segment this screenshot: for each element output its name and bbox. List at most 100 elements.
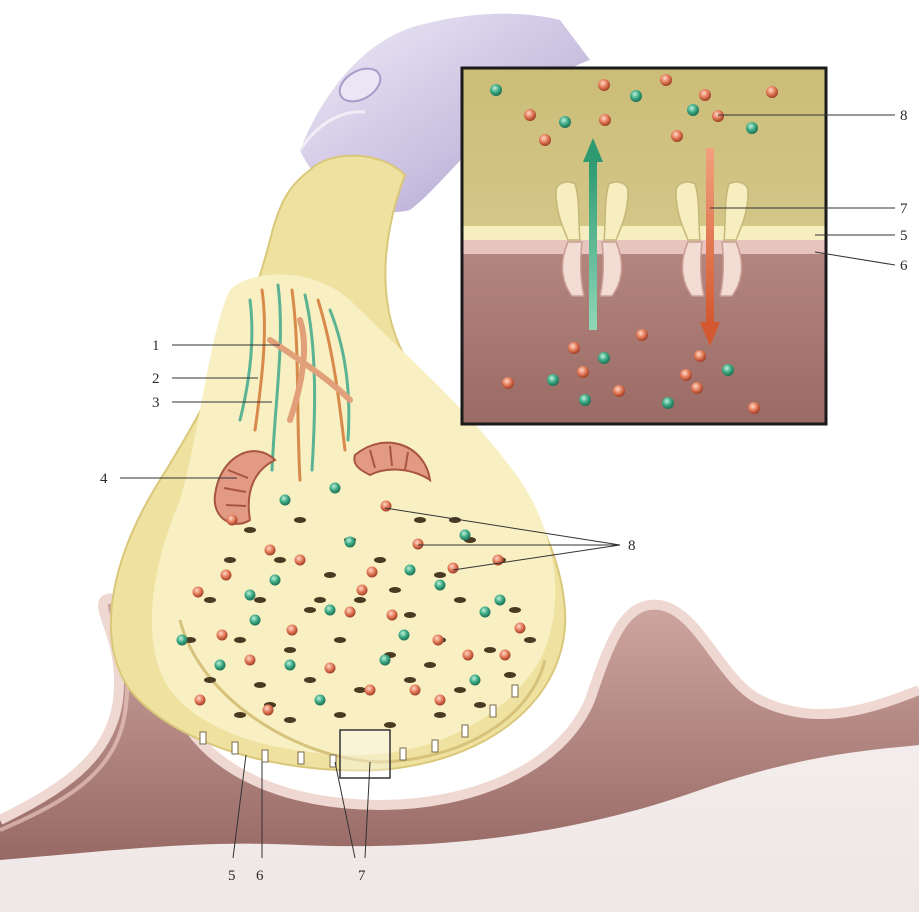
green-ion bbox=[662, 397, 674, 409]
orange-molecule bbox=[357, 585, 368, 596]
green-molecule bbox=[399, 630, 410, 641]
orange-molecule bbox=[263, 705, 274, 716]
vesicle-pocket bbox=[389, 587, 401, 593]
green-molecule bbox=[405, 565, 416, 576]
vesicle-pocket bbox=[304, 607, 316, 613]
vesicle-pocket bbox=[354, 687, 366, 693]
vesicle-pocket bbox=[314, 597, 326, 603]
orange-ion bbox=[712, 110, 724, 122]
orange-molecule bbox=[365, 685, 376, 696]
vesicle-pocket bbox=[474, 702, 486, 708]
label-7: 7 bbox=[358, 868, 366, 884]
vesicle-pocket bbox=[484, 647, 496, 653]
green-molecule bbox=[435, 580, 446, 591]
green-molecule bbox=[470, 675, 481, 686]
vesicle-pocket bbox=[509, 607, 521, 613]
orange-ion bbox=[671, 130, 683, 142]
green-molecule bbox=[245, 590, 256, 601]
orange-molecule bbox=[217, 630, 228, 641]
orange-molecule bbox=[325, 663, 336, 674]
vesicle-pocket bbox=[324, 572, 336, 578]
orange-molecule bbox=[515, 623, 526, 634]
vesicle-pocket bbox=[334, 637, 346, 643]
orange-ion bbox=[660, 74, 672, 86]
orange-ion bbox=[568, 342, 580, 354]
vesicle-pocket bbox=[284, 717, 296, 723]
vesicle-pocket bbox=[244, 527, 256, 533]
orange-molecule bbox=[195, 695, 206, 706]
green-ion bbox=[598, 352, 610, 364]
orange-ion bbox=[598, 79, 610, 91]
orange-molecule bbox=[381, 501, 392, 512]
vesicle-pocket bbox=[274, 557, 286, 563]
green-molecule bbox=[460, 530, 471, 541]
vesicle-pocket bbox=[254, 597, 266, 603]
vesicle-pocket bbox=[234, 712, 246, 718]
label-6: 6 bbox=[256, 868, 264, 884]
orange-molecule bbox=[410, 685, 421, 696]
label-8: 8 bbox=[628, 538, 636, 554]
green-ion bbox=[547, 374, 559, 386]
orange-molecule bbox=[345, 607, 356, 618]
orange-ion bbox=[613, 385, 625, 397]
label-1: 1 bbox=[152, 338, 160, 354]
orange-ion bbox=[691, 382, 703, 394]
vesicle-pocket bbox=[294, 517, 306, 523]
inset-label-8: 8 bbox=[900, 108, 908, 124]
orange-molecule bbox=[193, 587, 204, 598]
orange-molecule bbox=[221, 570, 232, 581]
orange-molecule bbox=[413, 539, 424, 550]
green-molecule bbox=[270, 575, 281, 586]
green-ion bbox=[687, 104, 699, 116]
green-molecule bbox=[495, 595, 506, 606]
green-molecule bbox=[280, 495, 291, 506]
vesicle-pocket bbox=[404, 677, 416, 683]
vesicle-pocket bbox=[454, 597, 466, 603]
green-ion bbox=[746, 122, 758, 134]
orange-ion bbox=[577, 366, 589, 378]
vesicle-pocket bbox=[414, 517, 426, 523]
vesicle-pocket bbox=[374, 557, 386, 563]
vesicle-pocket bbox=[234, 637, 246, 643]
vesicle-pocket bbox=[204, 597, 216, 603]
orange-molecule bbox=[287, 625, 298, 636]
vesicle-pocket bbox=[434, 572, 446, 578]
green-ion bbox=[490, 84, 502, 96]
orange-molecule bbox=[387, 610, 398, 621]
orange-ion bbox=[502, 377, 514, 389]
vesicle-pocket bbox=[434, 712, 446, 718]
orange-ion bbox=[694, 350, 706, 362]
orange-molecule bbox=[500, 650, 511, 661]
vesicle-pocket bbox=[384, 722, 396, 728]
orange-ion bbox=[524, 109, 536, 121]
vesicle-pocket bbox=[454, 687, 466, 693]
green-molecule bbox=[380, 655, 391, 666]
vesicle-pocket bbox=[404, 612, 416, 618]
orange-molecule bbox=[367, 567, 378, 578]
green-molecule bbox=[315, 695, 326, 706]
vesicle-pocket bbox=[224, 557, 236, 563]
zoom-box bbox=[340, 730, 390, 778]
orange-ion bbox=[599, 114, 611, 126]
orange-ion bbox=[748, 402, 760, 414]
green-molecule bbox=[345, 537, 356, 548]
vesicle-pocket bbox=[354, 597, 366, 603]
inset-label-7: 7 bbox=[900, 201, 908, 217]
green-molecule bbox=[285, 660, 296, 671]
green-ion bbox=[630, 90, 642, 102]
green-ion bbox=[559, 116, 571, 128]
green-ion bbox=[722, 364, 734, 376]
vesicle-pocket bbox=[504, 672, 516, 678]
vesicle-pocket bbox=[424, 662, 436, 668]
green-molecule bbox=[325, 605, 336, 616]
orange-molecule bbox=[245, 655, 256, 666]
vesicle-pocket bbox=[284, 647, 296, 653]
orange-ion bbox=[680, 369, 692, 381]
orange-molecule bbox=[448, 563, 459, 574]
label-4: 4 bbox=[100, 471, 108, 487]
label-2: 2 bbox=[152, 371, 160, 387]
green-molecule bbox=[480, 607, 491, 618]
green-ion bbox=[579, 394, 591, 406]
inset-label-5: 5 bbox=[900, 228, 908, 244]
